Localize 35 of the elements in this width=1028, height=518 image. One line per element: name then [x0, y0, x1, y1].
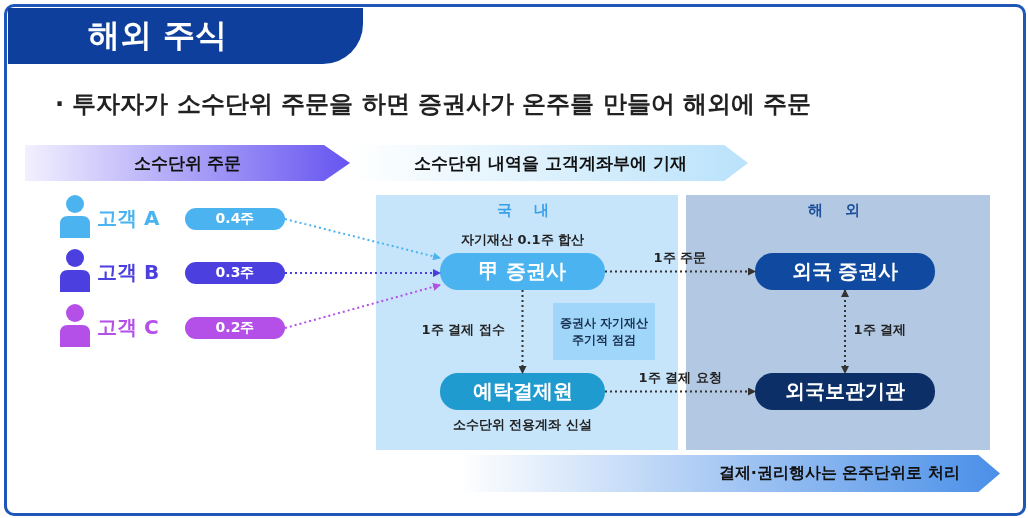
- box-label: 0.4주: [215, 210, 255, 228]
- box-label: 0.2주: [215, 319, 255, 337]
- box-caption: 자기재산 0.1주 합산: [459, 231, 586, 249]
- institution-box: [755, 253, 935, 290]
- edge-label: 1주 결제 요청: [638, 369, 722, 387]
- note-box: [553, 303, 655, 360]
- edge-label: 1주 결제: [853, 321, 907, 339]
- box-label: 결제·권리행사는 온주단위로 처리: [718, 463, 960, 484]
- dotted-arrow: [284, 269, 441, 277]
- dotted-arrow: [604, 387, 756, 396]
- customer-name: 고객 C: [97, 314, 159, 341]
- chevron-banner: [25, 145, 350, 181]
- edge-label: 1주 결제 접수: [421, 321, 505, 339]
- panel-heading: 해 외: [808, 201, 868, 220]
- box-label: 소수단위 주문: [133, 151, 242, 175]
- dotted-arrow: [284, 218, 441, 261]
- institution-box: [755, 373, 935, 410]
- customer-name: 고객 B: [97, 259, 160, 286]
- box-label: 소수단위 내역을 고객계좌부에 기재: [414, 151, 687, 175]
- box-label: 외국 증권사: [791, 258, 899, 285]
- subtitle-text: · 투자자가 소수단위 주문을 하면 증권사가 온주를 만들어 해외에 주문: [55, 89, 812, 120]
- customer-name: 고객 A: [97, 205, 160, 232]
- box-label: 증권사 자기재산 주기적 점검: [558, 314, 650, 349]
- box-label: 예탁결제원: [472, 378, 573, 405]
- edge-label: 1주 주문: [653, 249, 707, 267]
- title-tab: 해외 주식: [8, 8, 363, 64]
- dotted-arrow: [841, 289, 849, 374]
- box-label: 0.3주: [215, 264, 255, 282]
- panel-heading: 국 내: [497, 201, 557, 220]
- box-label: 외국보관기관: [785, 378, 905, 405]
- dotted-arrow: [518, 289, 527, 374]
- dotted-arrow: [284, 283, 441, 329]
- box-label: 甲 증권사: [479, 258, 566, 285]
- box-caption: 소수단위 전용계좌 신설: [451, 416, 594, 434]
- dotted-arrow: [604, 267, 756, 276]
